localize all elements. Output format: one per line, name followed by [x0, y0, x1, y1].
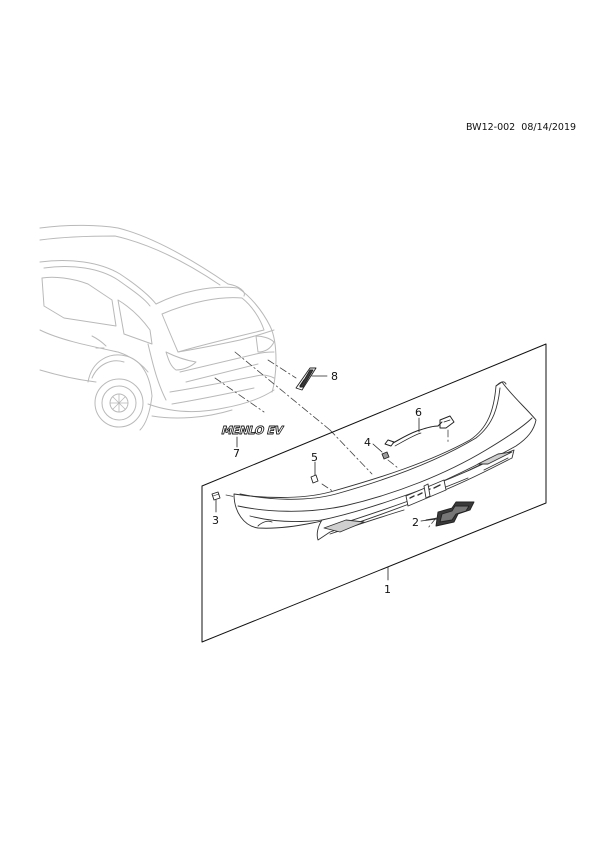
callout-7: 7 — [233, 447, 240, 460]
clip-part-3 — [211, 491, 221, 501]
spoiler-assembly — [233, 381, 537, 541]
clip-part-5 — [310, 474, 319, 484]
callout-2: 2 — [412, 516, 419, 529]
callout-6: 6 — [415, 406, 422, 419]
callout-labels: 1 2 3 4 5 6 7 8 — [212, 370, 422, 596]
callout-8: 8 — [331, 370, 338, 383]
callout-5: 5 — [311, 451, 318, 464]
badge-part-8 — [295, 367, 317, 391]
bowtie-emblem — [425, 501, 475, 527]
callout-3: 3 — [212, 514, 219, 527]
panel-frame — [201, 343, 547, 643]
vehicle-outline — [39, 224, 277, 431]
drawing-number: BW12-002 — [466, 122, 516, 133]
drawing-date: 08/14/2019 — [521, 122, 577, 133]
callouts — [215, 375, 438, 581]
nut-part-4 — [381, 451, 390, 460]
document-code: BW12-002 08/14/2019 — [466, 122, 576, 133]
emblem-lettering: MENLO EV — [220, 424, 285, 437]
name-emblem: MENLO EV — [220, 424, 286, 438]
callout-1: 1 — [384, 583, 391, 596]
harness-part-6 — [384, 415, 455, 447]
callout-4: 4 — [364, 436, 371, 449]
leader-lines — [214, 351, 449, 529]
